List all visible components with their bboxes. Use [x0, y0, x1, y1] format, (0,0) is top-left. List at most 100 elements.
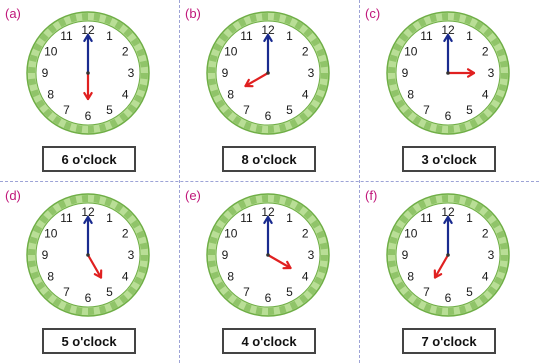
rim-segment — [69, 14, 77, 23]
rim-segment — [243, 303, 252, 313]
clock-numeral: 8 — [47, 270, 54, 284]
clock-numeral: 2 — [302, 227, 309, 241]
rim-segment — [219, 214, 229, 224]
rim-segment — [39, 32, 49, 42]
clock-numeral: 1 — [286, 211, 293, 225]
rim-segment — [238, 200, 247, 210]
clock-numeral: 6 — [445, 291, 452, 305]
rim-segment — [261, 13, 268, 21]
rim-segment — [249, 14, 257, 23]
rim-segment — [88, 307, 95, 315]
clock-numeral: 4 — [482, 88, 489, 102]
rim-segment — [299, 294, 309, 304]
clock-center — [86, 253, 90, 257]
rim-segment — [36, 99, 46, 109]
rim-segment — [479, 294, 489, 304]
rim-segment — [47, 206, 57, 216]
rim-segment — [313, 94, 323, 103]
rim-segment — [209, 236, 218, 244]
rim-segment — [140, 255, 148, 262]
rim-segment — [303, 28, 313, 38]
clock-numeral: 2 — [482, 45, 489, 59]
rim-segment — [209, 54, 218, 62]
rim-segment — [109, 300, 118, 310]
rim-segment — [52, 115, 62, 125]
clock-center — [266, 71, 270, 75]
clock-numeral: 6 — [265, 109, 272, 123]
rim-segment — [316, 230, 326, 239]
rim-segment — [29, 236, 38, 244]
clock-numeral: 11 — [60, 29, 73, 43]
clock-numeral: 10 — [44, 45, 58, 59]
rim-segment — [490, 219, 500, 229]
rim-segment — [208, 260, 217, 268]
clock-numeral: 10 — [404, 227, 418, 241]
rim-segment — [123, 210, 133, 220]
rim-segment — [390, 89, 400, 98]
rim-segment — [500, 255, 508, 262]
rim-segment — [119, 294, 129, 304]
clock-letter: (d) — [5, 188, 21, 203]
hour-hand-icon-head — [433, 269, 443, 279]
clock-letter: (c) — [365, 6, 381, 21]
rim-segment — [58, 18, 67, 28]
rim-segment — [81, 13, 88, 21]
rim-segment — [284, 15, 293, 25]
clock-numeral: 7 — [243, 285, 250, 299]
rim-segment — [63, 121, 72, 131]
clock-numeral: 7 — [63, 103, 70, 117]
clock-center — [446, 253, 450, 257]
clock-numeral: 7 — [423, 285, 430, 299]
rim-segment — [208, 78, 217, 86]
rim-segment — [279, 123, 287, 132]
rim-segment — [29, 54, 38, 62]
rim-segment — [396, 99, 406, 109]
rim-segment — [294, 21, 304, 31]
rim-segment — [496, 48, 506, 57]
rim-segment — [255, 306, 263, 315]
rim-segment — [30, 271, 40, 280]
clock-numeral: 3 — [128, 248, 135, 262]
clock-numeral: 9 — [402, 66, 409, 80]
clock-center — [266, 253, 270, 257]
rim-segment — [243, 121, 252, 131]
rim-segment — [127, 104, 137, 114]
clock-numeral: 6 — [445, 109, 452, 123]
rim-segment — [464, 197, 473, 207]
clock-time-label: 6 o'clock — [42, 146, 136, 172]
rim-segment — [279, 305, 287, 314]
rim-segment — [227, 24, 237, 34]
rim-segment — [429, 196, 437, 205]
rim-segment — [500, 73, 508, 80]
rim-segment — [284, 197, 293, 207]
hour-hand-icon-head — [466, 68, 476, 78]
rim-segment — [403, 290, 413, 300]
clock-numeral: 11 — [420, 29, 433, 43]
clock-numeral: 7 — [243, 103, 250, 117]
rim-segment — [423, 303, 432, 313]
rim-segment — [43, 108, 53, 118]
rim-segment — [407, 24, 417, 34]
rim-segment — [453, 13, 461, 22]
clock-numeral: 11 — [60, 211, 73, 225]
hour-hand-icon-head — [83, 91, 93, 101]
rim-segment — [249, 196, 257, 205]
rim-segment — [316, 48, 326, 57]
clock-numeral: 4 — [122, 88, 129, 102]
rim-segment — [28, 248, 36, 255]
rim-segment — [104, 197, 113, 207]
rim-segment — [474, 21, 484, 31]
rim-segment — [133, 94, 143, 103]
rim-segment — [441, 13, 448, 21]
rim-segment — [140, 73, 148, 80]
rim-segment — [320, 73, 328, 80]
clock-numeral: 1 — [466, 29, 473, 43]
rim-segment — [139, 242, 148, 250]
